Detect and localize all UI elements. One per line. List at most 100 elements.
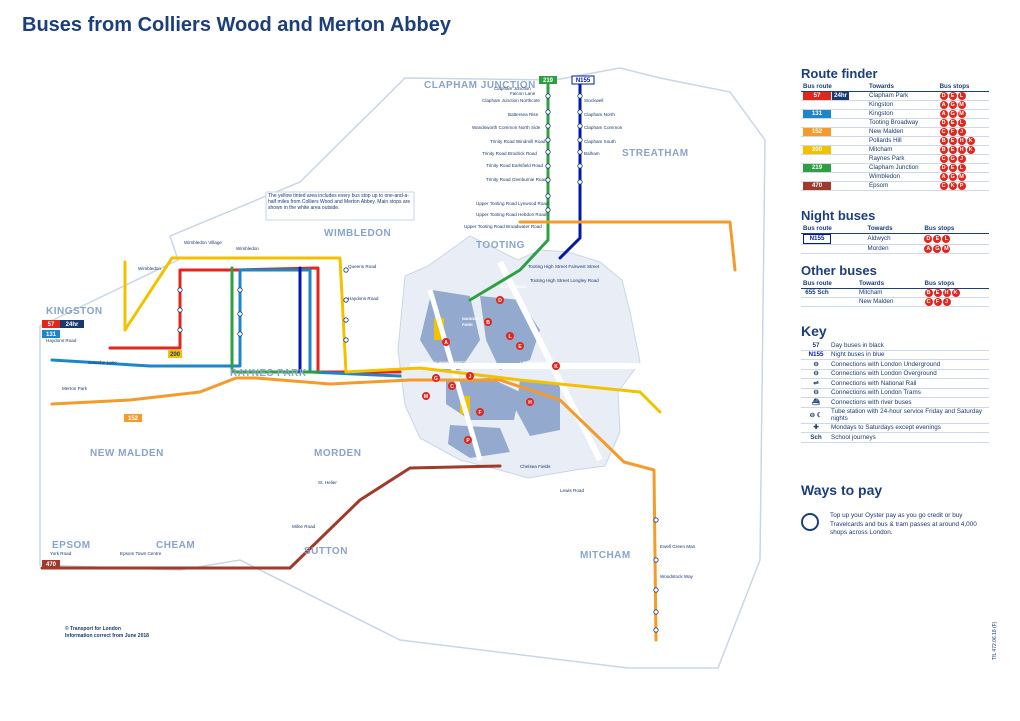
stop-letter: E [518,344,522,350]
bus-stop-letter: E [948,163,957,172]
towards-cell: Clapham Junction [867,163,938,173]
key-text: Night buses in blue [831,351,885,359]
bus-stop-letter: B [924,288,933,297]
info-date: Information correct from June 2018 [65,632,149,639]
bus-stop-letter: E [948,118,957,127]
stop-marker [577,93,583,99]
stop-label: Clapham North [584,112,615,117]
route-lines [40,80,737,642]
column-header: Towards [857,280,923,289]
bus-route-cell: 152 [801,127,868,137]
stop-marker [237,311,243,317]
stop-label: Wimbledon [236,246,259,251]
towards-cell: Wimbledon [867,172,938,182]
bus-stop-letter: H [957,145,966,154]
bus-stop-letter: D [939,118,948,127]
key-text: Tube station with 24-hour service Friday… [831,408,982,422]
document-code: TfL 472.06.18 (F) [992,621,998,660]
stop-letter: F [478,410,481,416]
stop-label: Haydons Road [348,296,379,301]
bus-stop-letter: A [939,100,948,109]
key-symbol: ⇌ [813,379,819,387]
bus-stop-letter: E [948,136,957,145]
stop-label: Trinity Road Windmill Road [490,139,546,144]
central-lettered-stops: A B C D E F G H J K L M P [422,296,560,444]
road-label: NORTH ROAD [500,284,527,289]
bus-route-cell [801,172,868,182]
stop-letter: A [444,340,448,346]
towards-cell: Tooting Broadway [867,118,938,128]
key-symbol: ⊖ ☾ [809,411,823,419]
column-header: Bus stops [922,280,989,289]
stop-marker [237,287,243,293]
towards-cell: Morden [865,244,923,254]
bus-stop-letter: C [939,154,948,163]
key-item: ⊖Connections with London Overground [801,370,989,379]
area-label: SUTTON [304,546,348,557]
night-buses-panel: Night buses Bus route Towards Bus stops … [801,208,989,254]
towards-cell: New Malden [857,297,923,307]
stop-label: Haydons Road [46,338,77,343]
oyster-card-icon [801,513,819,531]
bus-route-cell [801,154,868,164]
stop-label: Milne Road [292,524,316,529]
stop-marker [653,587,659,593]
towards-cell: Mitcham [867,145,938,155]
key-text: Mondays to Saturdays except evenings [831,424,941,432]
towards-cell: Raynes Park [867,154,938,164]
area-label: RAYNES PARK [230,368,307,379]
stop-marker [545,177,551,183]
area-label: STREATHAM [622,148,689,159]
bus-stop-letter: D [939,163,948,172]
key-text: Day buses in black [831,341,884,349]
route-131-line [50,268,402,378]
route-152-north [518,220,737,272]
stop-letter: L [508,334,511,340]
area-label: NEW MALDEN [90,448,164,459]
area-label: TOOTING [476,240,525,251]
stop-label: Chelsea Fields [520,464,551,469]
bus-stop-letter: H [957,136,966,145]
key-symbol: 57 [812,341,820,349]
map-route-badges: 219 N155 57 24hr 131 200 470 152 [42,75,595,568]
stop-label: Epsom Town Centre [120,551,162,556]
bus-route-cell [801,100,868,110]
stop-label: Woodstock Way [660,574,694,579]
stop-label: Queens Road [348,264,377,269]
route-badge: 152 [803,127,831,136]
bus-stop-letter: A [939,109,948,118]
other-buses-title: Other buses [801,263,877,278]
area-label: MITCHAM [580,550,631,561]
key-symbol: ✚ [813,424,819,432]
stop-marker [545,137,551,143]
towards-cell: Clapham Park [867,91,938,101]
stop-label: St. Helier [318,480,337,485]
stop-marker [545,149,551,155]
stop-label: Battersea Rise [508,112,539,117]
stop-label: Trinity Road Glenburnie Road [486,177,547,182]
bus-stop-letter: G [948,109,957,118]
stop-label: Clapham Junction Northcote [482,98,540,103]
page-title: Buses from Colliers Wood and Merton Abbe… [22,14,451,36]
stop-label: Upper Tooting Road Lynwood Road [476,201,549,206]
stop-marker [343,267,349,273]
area-label: MORDEN [314,448,361,459]
stop-label: Wimbledon Village [184,240,222,245]
